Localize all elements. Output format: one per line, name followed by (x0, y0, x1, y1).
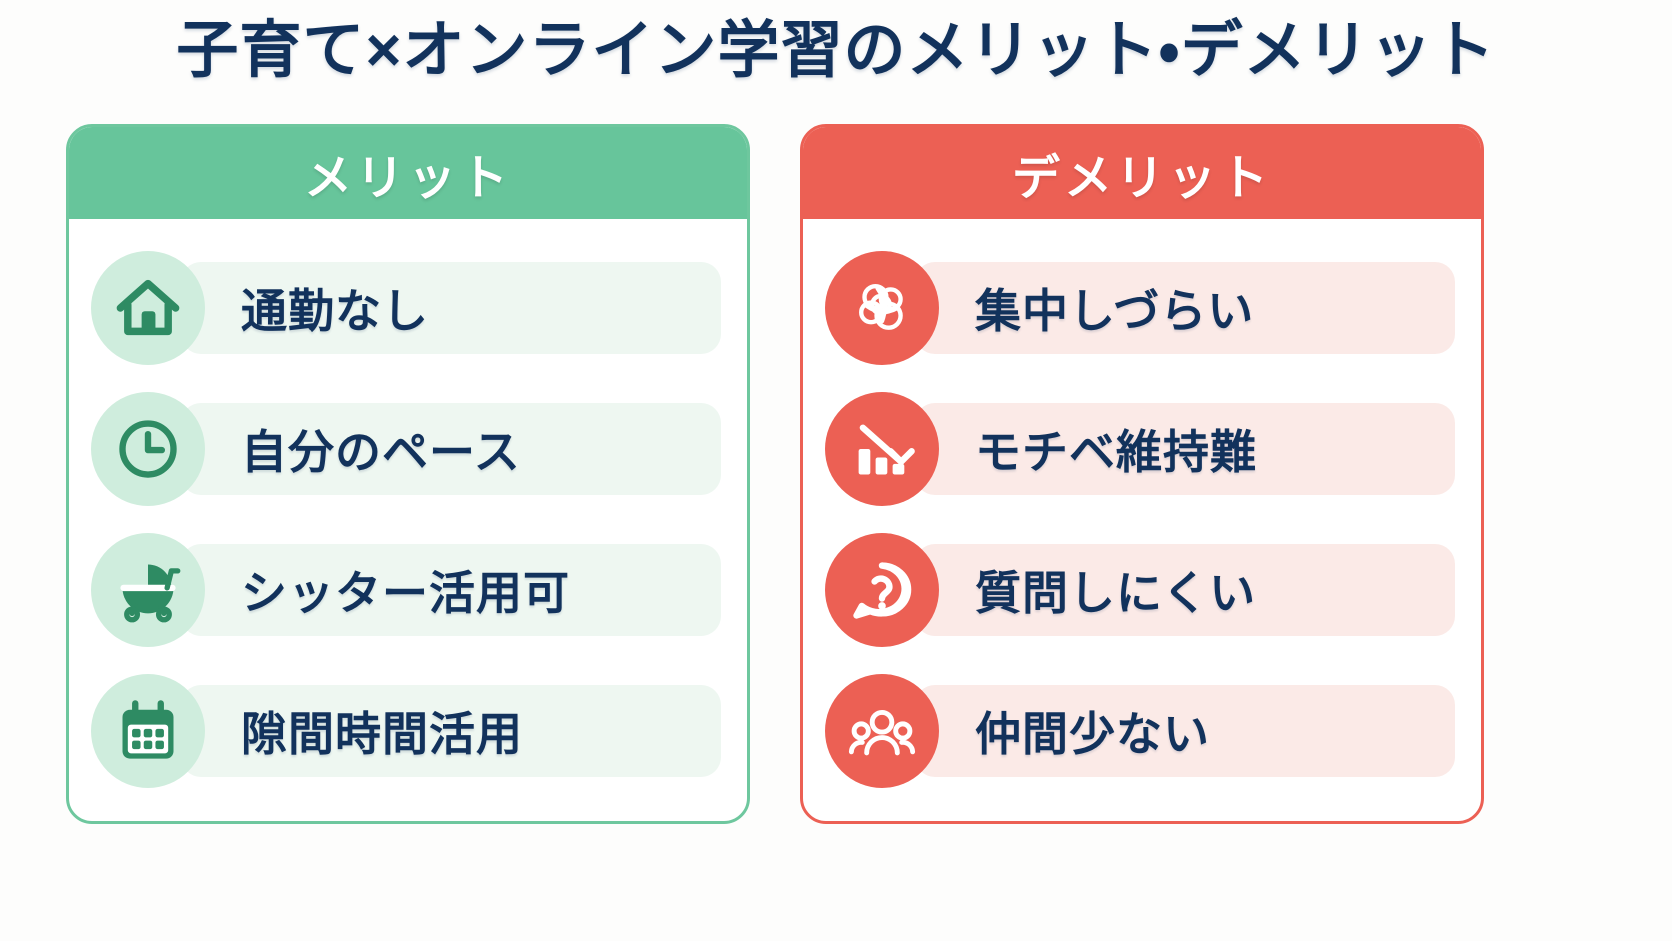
demerit-item-pill: 質問しにくい (915, 543, 1455, 636)
demerit-panel-header: デメリット (803, 127, 1481, 219)
merit-item-label: 自分のペース (241, 425, 521, 478)
demerit-item-row[interactable]: 集中しづらい (825, 249, 1455, 367)
clock-icon (91, 391, 205, 506)
question-bubble-icon (825, 532, 939, 647)
merit-item-row[interactable]: 通勤なし (91, 249, 721, 367)
merit-panel-body: 通勤なし 自分のペース (69, 219, 747, 821)
merit-panel: メリット 通勤なし (66, 124, 750, 824)
demerit-panel: デメリット (800, 124, 1484, 824)
chart-decline-icon (825, 391, 939, 506)
stroller-icon (91, 532, 205, 647)
calendar-icon (91, 673, 205, 788)
merit-item-pill: シッター活用可 (181, 543, 721, 636)
demerit-item-label: 質問しにくい (975, 566, 1257, 619)
merit-item-pill: 通勤なし (181, 261, 721, 354)
tangled-thoughts-icon (825, 250, 939, 365)
demerit-item-label: 仲間少ない (975, 707, 1210, 760)
merit-item-pill: 隙間時間活用 (181, 684, 721, 777)
demerit-item-row[interactable]: モチベ維持難 (825, 390, 1455, 508)
merit-item-row[interactable]: シッター活用可 (91, 531, 721, 649)
merit-item-row[interactable]: 隙間時間活用 (91, 672, 721, 790)
merit-item-label: 通勤なし (241, 284, 429, 337)
demerit-item-row[interactable]: 仲間少ない (825, 672, 1455, 790)
demerit-panel-body: 集中しづらい モチベ維持難 (803, 219, 1481, 821)
demerit-item-label: モチベ維持難 (975, 425, 1257, 478)
page-title: 子育て×オンライン学習のメリット・デメリット (176, 16, 1496, 85)
demerit-item-label: 集中しづらい (975, 284, 1255, 337)
demerit-item-pill: 集中しづらい (915, 261, 1455, 354)
people-group-icon (825, 673, 939, 788)
home-icon (91, 250, 205, 365)
demerit-item-row[interactable]: 質問しにくい (825, 531, 1455, 649)
panels-container: メリット 通勤なし (66, 124, 1606, 824)
merit-item-label: シッター活用可 (241, 566, 570, 619)
merit-panel-header: メリット (69, 127, 747, 219)
demerit-item-pill: モチベ維持難 (915, 402, 1455, 495)
merit-item-row[interactable]: 自分のペース (91, 390, 721, 508)
merit-item-label: 隙間時間活用 (241, 707, 523, 760)
merit-item-pill: 自分のペース (181, 402, 721, 495)
demerit-item-pill: 仲間少ない (915, 684, 1455, 777)
